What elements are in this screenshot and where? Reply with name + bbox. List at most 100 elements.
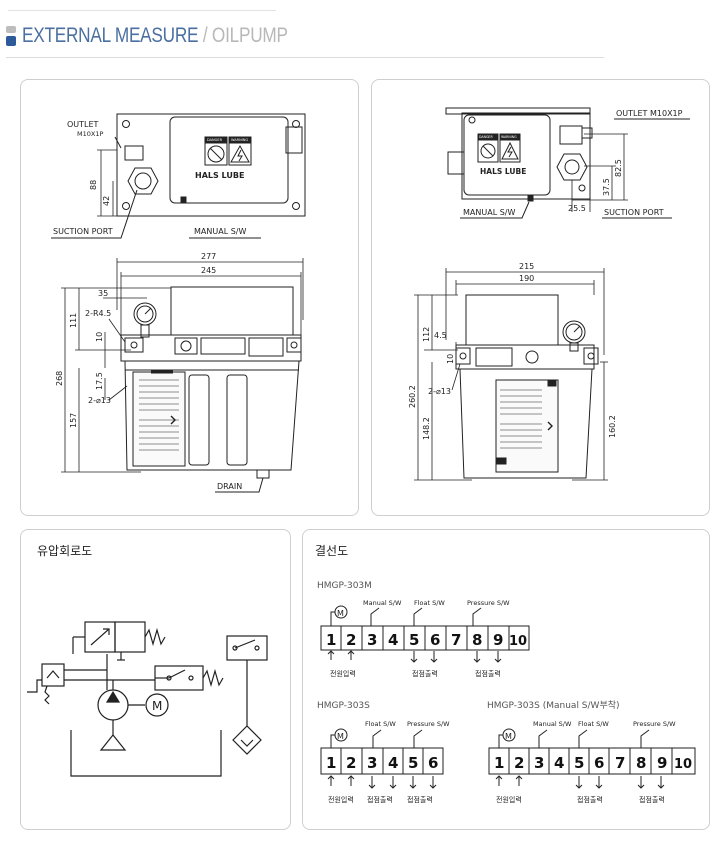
svg-text:6: 6 [430,631,440,649]
motor-symbol-text: M [152,699,162,713]
dim-215: 215 [519,262,534,271]
dim-260-2: 260.2 [408,385,417,408]
title-main: EXTERNAL MEASURE [22,24,199,47]
suction-port [134,172,152,190]
suction-hex [127,167,159,195]
top-view-base [116,113,306,217]
brand-text: HALS LUBE [195,171,244,180]
float-sw-label: Float S/W [365,720,396,728]
dim-112: 112 [422,327,431,342]
suction-port-label: SUCTION PORT [604,208,664,217]
suction-port-label: SUCTION PORT [53,227,113,236]
manual-sw-label: Manual S/W [363,599,402,607]
terminals-303m: 1 2 3 4 5 6 7 8 9 10 [326,631,527,649]
svg-text:5: 5 [574,754,584,772]
drawing-left-svg: HALS LUBE DANGER WARNING OUTLET M10X1P S… [51,113,306,493]
svg-text:3: 3 [367,631,377,649]
panel-drawing-left: HALS LUBE DANGER WARNING OUTLET M10X1P S… [20,79,359,516]
tank-label-plate [132,371,186,467]
svg-text:1: 1 [494,754,504,772]
panel-wiring: 결선도 HMGP-303M Manual S/W Float S/W Press… [302,529,710,830]
float-sw-label: Float S/W [414,599,445,607]
header-rule [6,57,604,58]
svg-text:1: 1 [326,631,336,649]
svg-text:6: 6 [428,754,438,772]
power-input-label: 전원입력 [328,795,354,804]
motor-symbol-text: M [337,609,344,618]
dim-35: 35 [98,289,108,298]
dim-88: 88 [89,180,98,190]
check-valve [41,663,65,687]
wiring-title: 결선도 [315,544,349,558]
spec-plate [475,347,513,367]
outlet-fitting [559,125,583,145]
warning-text: WARNING [501,135,517,139]
terminals-303s: 1 2 3 4 5 6 [326,754,438,772]
dim-37-5: 37.5 [602,178,611,196]
danger-tag [204,136,228,143]
manual-sw-label: MANUAL S/W [463,208,515,217]
terminals-303s-manual: 1 2 3 4 5 6 7 8 9 10 [494,754,692,772]
dim-82-5: 82.5 [614,159,623,177]
danger-text: DANGER [207,138,223,142]
svg-text:4: 4 [554,754,564,772]
dim-42: 42 [102,196,111,206]
svg-text:5: 5 [408,754,418,772]
spec-plate [200,337,246,355]
top-view-flange [445,107,591,115]
dim-25-5: 25.5 [568,204,586,213]
suction-port [564,159,580,175]
manual-sw-label: MANUAL S/W [194,227,246,236]
model-303m-label: HMGP-303M [317,581,372,591]
mount-ear [286,337,302,353]
page-title: EXTERNAL MEASURE / OILPUMP [22,24,288,48]
section-header: EXTERNAL MEASURE / OILPUMP [6,22,346,50]
pressure-sw-label: Pressure S/W [633,720,676,728]
mount-ear [124,337,144,353]
svg-text:6: 6 [594,754,604,772]
outlet-spec: M10X1P [77,130,103,138]
contact-output-label: 접점출력 [412,669,438,678]
electric-hazard-icon [499,139,521,163]
tank-rib [226,374,248,466]
contact-output-label: 접점출력 [475,669,501,678]
wiring-svg: HMGP-303M Manual S/W Float S/W Pressure … [317,581,696,804]
float-sw-label: Float S/W [578,720,609,728]
svg-text:9: 9 [657,754,667,772]
header-top-rule [8,10,276,11]
dim-277: 277 [201,252,216,261]
warning-tag [228,136,252,143]
pressure-sw-label: Pressure S/W [467,599,510,607]
float-icon [232,725,262,755]
title-separator: / [202,24,208,47]
dim-17-5: 17.5 [95,372,104,390]
motor-icon [145,693,169,717]
motor-icon [180,340,192,352]
screw-icon [122,202,130,210]
tank-rib [188,374,210,466]
svg-text:8: 8 [472,631,482,649]
tank-body [124,360,300,471]
no-entry-icon [204,142,228,166]
outlet-label: OUTLET M10X1P [616,109,683,118]
mount-ear [455,347,471,365]
svg-text:5: 5 [409,631,419,649]
svg-text:2: 2 [346,631,356,649]
dim-148-2: 148.2 [422,417,431,440]
motor-icon [525,350,539,364]
contact-output-label: 접점출력 [367,795,393,804]
svg-text:7: 7 [615,754,625,772]
gauge-boss [285,126,303,154]
svg-text:10: 10 [674,757,692,772]
outlet-fitting [124,145,144,161]
header-bullet-icon [6,26,16,46]
svg-text:3: 3 [534,754,544,772]
outlet-label: OUTLET [67,120,99,129]
reservoir-cap [170,286,294,336]
manual-switch [180,196,187,204]
mount-ear [583,347,599,365]
tank-label-plate [495,379,559,473]
danger-text: DANGER [479,135,493,139]
contact-output-label: 접점출력 [407,795,433,804]
reservoir-cap [465,294,559,346]
